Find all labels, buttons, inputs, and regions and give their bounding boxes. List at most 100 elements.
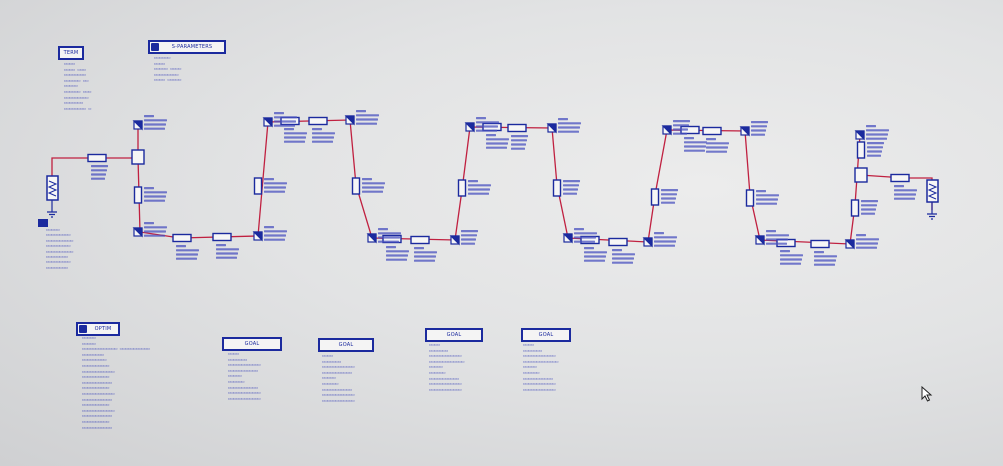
tline-vertical[interactable] — [650, 188, 660, 206]
port-2[interactable] — [926, 179, 939, 220]
param-text-line — [264, 230, 287, 233]
param-text-line — [362, 182, 385, 185]
param-text-line — [612, 253, 635, 256]
param-text-line — [780, 254, 803, 257]
param-text-line — [706, 150, 727, 153]
param-text-line — [144, 119, 167, 122]
goal-controller-3[interactable]: GOAL — [425, 328, 483, 342]
param-text-line — [284, 132, 307, 135]
param-text-line — [486, 134, 496, 137]
param-text-line — [378, 228, 388, 231]
param-text-line — [91, 169, 107, 172]
tline-vertical[interactable] — [856, 141, 866, 159]
tline-vertical[interactable] — [850, 199, 860, 217]
tline-horizontal[interactable] — [172, 233, 192, 243]
bend-corner[interactable] — [132, 120, 143, 131]
bend-corner[interactable] — [754, 235, 765, 246]
param-text-line — [378, 236, 400, 239]
param-text-line — [362, 190, 383, 193]
tline-horizontal[interactable] — [810, 239, 830, 249]
param-text-line — [511, 143, 526, 146]
param-text-line — [362, 186, 384, 189]
tline-vertical[interactable] — [552, 179, 562, 197]
param-text-line — [814, 263, 835, 266]
bend-corner[interactable] — [449, 235, 460, 246]
param-text-line — [176, 253, 198, 256]
param-text-line — [144, 222, 154, 225]
param-text-line — [558, 126, 580, 129]
param-text-line — [574, 236, 596, 239]
param-text-line — [867, 146, 883, 149]
tline-horizontal[interactable] — [608, 237, 628, 247]
bend-corner[interactable] — [262, 117, 273, 128]
bend-corner[interactable] — [546, 123, 557, 134]
bend-corner[interactable] — [844, 239, 855, 250]
tline-horizontal[interactable] — [890, 173, 910, 183]
param-text-line — [866, 133, 888, 136]
param-text-line — [612, 261, 633, 264]
param-text-line — [312, 136, 334, 139]
param-text-line — [216, 256, 237, 259]
tline-horizontal[interactable] — [702, 126, 722, 136]
bend-corner[interactable] — [661, 125, 672, 136]
goal-controller-2[interactable]: GOAL — [318, 338, 374, 352]
param-text-line — [144, 234, 165, 237]
component-labels — [91, 110, 917, 266]
param-text-line — [144, 127, 165, 130]
port-1[interactable] — [46, 175, 59, 218]
tline-vertical[interactable] — [457, 179, 467, 197]
goal-controller-1[interactable]: GOAL — [222, 337, 282, 351]
term-block[interactable]: TERM — [58, 46, 84, 60]
param-text-line — [756, 194, 779, 197]
param-text-line — [558, 118, 568, 121]
tline-vertical[interactable] — [253, 177, 263, 195]
tline-horizontal[interactable] — [507, 123, 527, 133]
param-text-line — [661, 197, 676, 200]
tee-junction-out[interactable] — [854, 167, 868, 183]
param-text-line — [216, 244, 226, 247]
param-text-line — [511, 135, 528, 138]
tline-vertical[interactable] — [133, 186, 143, 204]
param-text-line — [673, 128, 688, 131]
param-text-line — [91, 165, 108, 168]
tline-horizontal[interactable] — [308, 116, 328, 126]
param-text-line — [468, 184, 491, 187]
param-text-line — [584, 255, 606, 258]
optim-params: ▭▭▭▭▭ ▭▭▭▭▭ ▭▭▭▭▭▭▭▭▭▭▭▭▭ ▭▭▭▭▭▭▭▭▭▭▭ ▭▭… — [82, 336, 150, 431]
param-text-line — [144, 115, 154, 118]
bend-corner[interactable] — [642, 237, 653, 248]
param-text-line — [684, 149, 705, 152]
param-text-line — [574, 240, 595, 243]
bend-corner[interactable] — [252, 231, 263, 242]
bend-corner[interactable] — [562, 233, 573, 244]
param-text-line — [654, 240, 676, 243]
param-text-line — [461, 230, 478, 233]
tline-horizontal[interactable] — [410, 235, 430, 245]
goal-4-title: GOAL — [538, 332, 554, 338]
param-text-line — [894, 185, 904, 188]
param-text-line — [780, 262, 801, 265]
bend-corner[interactable] — [366, 233, 377, 244]
bend-corner[interactable] — [344, 115, 355, 126]
tline-horizontal[interactable] — [212, 232, 232, 242]
param-text-line — [414, 251, 437, 254]
tline-horizontal[interactable] — [87, 153, 107, 163]
optim-controller[interactable]: OPTIM — [76, 322, 120, 336]
sparams-controller[interactable]: S-PARAMETERS — [148, 40, 226, 54]
param-text-line — [144, 191, 167, 194]
bend-corner[interactable] — [132, 227, 143, 238]
tline-vertical[interactable] — [351, 177, 361, 195]
tline-vertical[interactable] — [745, 189, 755, 207]
param-text-line — [654, 232, 664, 235]
bend-corner[interactable] — [464, 122, 475, 133]
param-text-line — [264, 190, 285, 193]
bend-corner[interactable] — [854, 130, 865, 141]
tee-junction[interactable] — [131, 149, 145, 165]
param-text-line — [264, 226, 274, 229]
bend-corner[interactable] — [739, 126, 750, 137]
param-text-line — [356, 110, 366, 113]
goal-controller-4[interactable]: GOAL — [521, 328, 571, 342]
param-text-line — [584, 247, 594, 250]
